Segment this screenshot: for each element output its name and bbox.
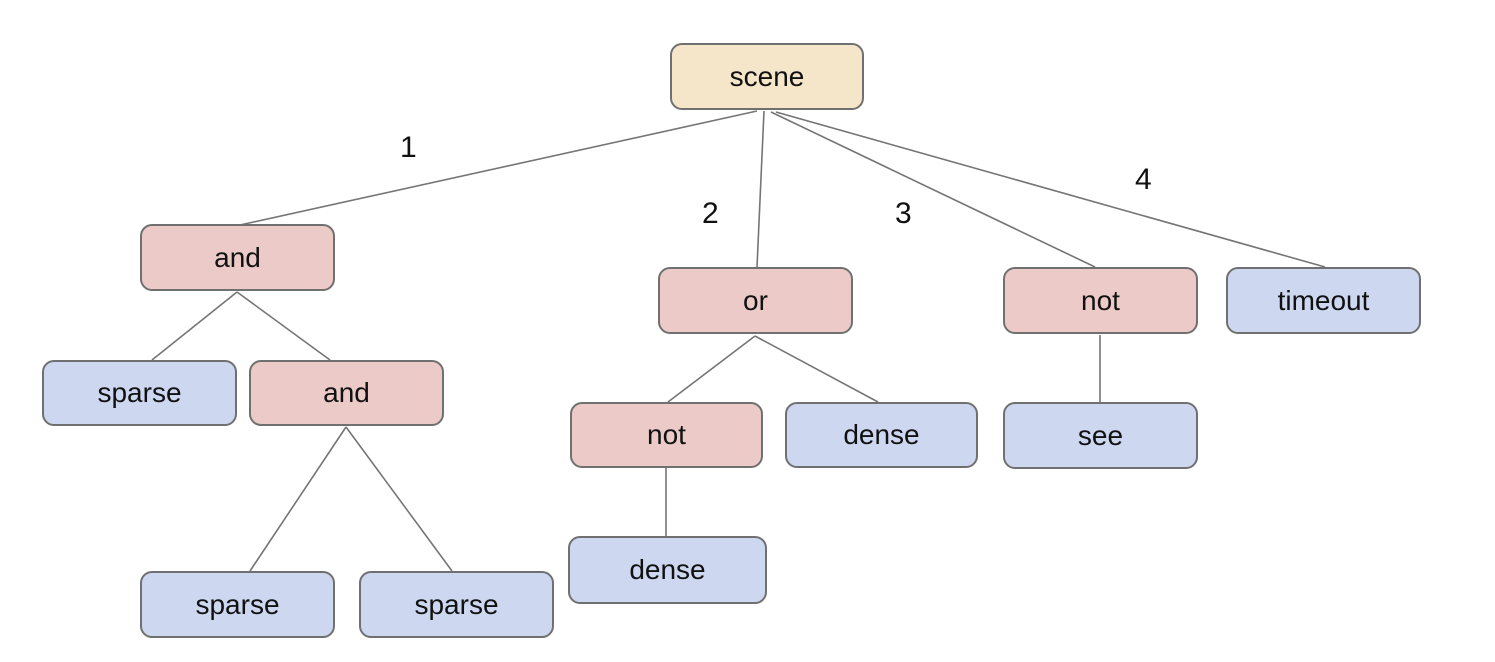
edge-label-2: 2 bbox=[702, 197, 719, 230]
node-timeout: timeout bbox=[1226, 267, 1421, 334]
node-dense-2: dense bbox=[568, 536, 767, 604]
edge-scene-or bbox=[756, 110, 765, 268]
edge-or-not bbox=[667, 335, 756, 403]
node-and-2: and bbox=[249, 360, 444, 426]
node-and-1: and bbox=[140, 224, 335, 291]
edge-scene-and bbox=[239, 110, 758, 226]
node-sparse-2: sparse bbox=[140, 571, 335, 638]
edge-and-and bbox=[236, 291, 331, 361]
edge-label-1: 1 bbox=[400, 131, 417, 164]
edge-and2-sparse2 bbox=[345, 426, 453, 572]
node-not-1: not bbox=[1003, 267, 1198, 334]
edge-or-dense bbox=[754, 335, 879, 403]
node-see: see bbox=[1003, 402, 1198, 469]
node-dense-1: dense bbox=[785, 402, 978, 468]
edge-scene-timeout bbox=[775, 111, 1326, 268]
edge-label-3: 3 bbox=[895, 197, 912, 230]
edge-scene-not bbox=[770, 111, 1096, 268]
node-not-2: not bbox=[570, 402, 763, 468]
node-sparse-3: sparse bbox=[359, 571, 554, 638]
edge-and-sparse bbox=[151, 291, 238, 361]
node-or: or bbox=[658, 267, 853, 334]
edge-label-4: 4 bbox=[1135, 163, 1152, 196]
edge-and2-sparse bbox=[249, 426, 347, 572]
node-scene: scene bbox=[670, 43, 864, 110]
node-sparse-1: sparse bbox=[42, 360, 237, 426]
